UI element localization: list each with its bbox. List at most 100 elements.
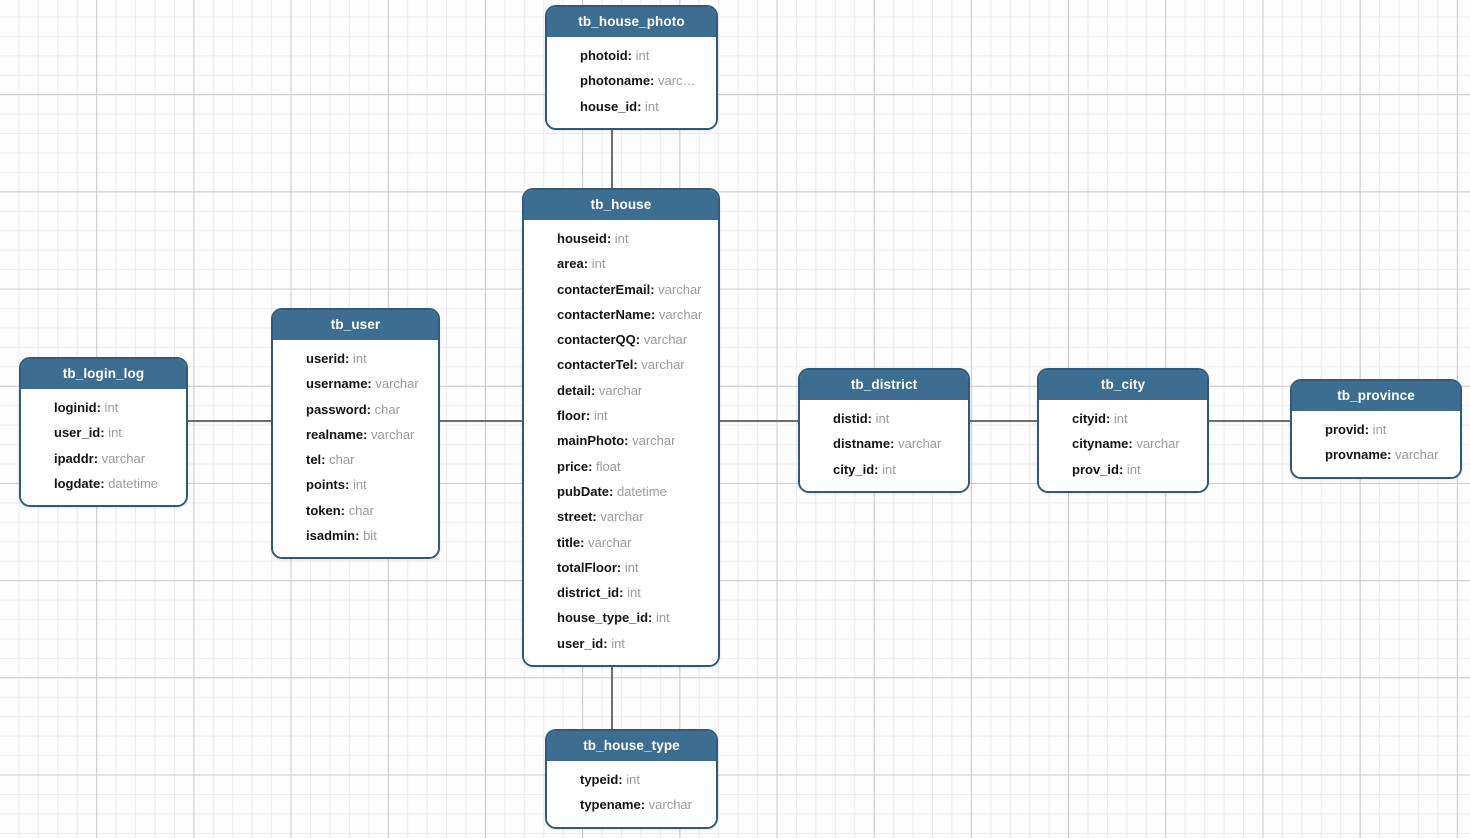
entity-field: contacterQQ: varchar: [524, 327, 718, 352]
entity-field: contacterEmail: varchar: [524, 277, 718, 302]
field-type: varchar: [1391, 447, 1439, 463]
field-type: int: [1110, 411, 1128, 426]
entity-field: distname: varchar: [800, 431, 968, 456]
field-type: datetime: [104, 475, 159, 491]
entity-field: loginid: int: [21, 395, 186, 420]
field-name: points:: [306, 477, 350, 493]
field-name: ipaddr:: [54, 450, 99, 466]
entity-field: distid: int: [800, 406, 968, 431]
field-type: int: [588, 256, 606, 272]
field-name: loginid:: [54, 400, 101, 415]
field-name: realname:: [306, 426, 368, 442]
field-type: varchar: [654, 281, 702, 297]
field-type: int: [641, 98, 659, 114]
field-type: varchar: [584, 534, 632, 550]
field-type: int: [607, 635, 625, 651]
field-type: int: [652, 610, 670, 626]
entity-field: house_id: int: [547, 94, 716, 119]
relationship-line-house-photo-to-house[interactable]: [611, 130, 613, 190]
entity-field: ipaddr: varchar: [21, 446, 186, 471]
field-type: int: [1123, 461, 1141, 477]
field-type: varchar: [645, 797, 692, 813]
field-name: title:: [557, 534, 585, 550]
field-type: varchar: [595, 382, 643, 398]
field-name: typename:: [580, 797, 646, 813]
entity-title: tb_province: [1292, 381, 1460, 411]
relationship-line-house-to-district[interactable]: [718, 420, 801, 422]
entity-field: user_id: int: [21, 420, 186, 445]
entity-field: logdate: datetime: [21, 471, 186, 496]
field-type: int: [104, 425, 122, 441]
field-name: typeid:: [580, 772, 623, 787]
field-type: int: [590, 408, 608, 424]
entity-title: tb_house_photo: [547, 7, 716, 37]
entity-field: contacterTel: varchar: [524, 352, 718, 377]
entity-field: title: varchar: [524, 530, 718, 555]
entity-field: realname: varchar: [273, 422, 438, 447]
field-type: varchar: [371, 376, 419, 392]
field-type: int: [878, 461, 896, 477]
field-type: varchar: [367, 426, 415, 442]
relationship-line-city-to-province[interactable]: [1207, 420, 1293, 422]
entity-field: photoid: int: [547, 43, 716, 68]
entity-field: provid: int: [1292, 417, 1460, 442]
relationship-line-district-to-city[interactable]: [968, 420, 1040, 422]
field-name: isadmin:: [306, 528, 360, 544]
field-type: int: [100, 400, 119, 415]
field-name: prov_id:: [1072, 461, 1124, 477]
field-type: varchar: [637, 357, 685, 373]
field-name: distid:: [833, 411, 872, 426]
field-name: userid:: [306, 351, 350, 366]
relationship-line-user-to-house[interactable]: [438, 420, 525, 422]
field-type: varchar: [655, 306, 703, 322]
field-name: floor:: [557, 408, 591, 424]
field-name: house_id:: [580, 98, 642, 114]
relationship-line-house-to-house-type[interactable]: [611, 661, 613, 731]
field-name: provid:: [1325, 422, 1370, 437]
entity-field: pubDate: datetime: [524, 479, 718, 504]
field-name: mainPhoto:: [557, 433, 629, 449]
field-name: contacterTel:: [557, 357, 638, 373]
field-name: distname:: [833, 436, 895, 452]
field-type: int: [621, 559, 639, 575]
entity-field: district_id: int: [524, 580, 718, 605]
field-type: int: [349, 477, 367, 493]
field-type: int: [611, 231, 629, 246]
entity-title: tb_district: [800, 370, 968, 400]
entity-field: contacterName: varchar: [524, 302, 718, 327]
entity-field: typename: varchar: [547, 792, 716, 817]
field-type: datetime: [613, 483, 667, 499]
field-name: contacterName:: [557, 306, 656, 322]
field-name: user_id:: [54, 425, 105, 441]
entity-field: prov_id: int: [1039, 457, 1207, 482]
field-type: bit: [359, 528, 377, 544]
field-type: varchar: [596, 509, 644, 525]
entity-field: provname: varchar: [1292, 442, 1460, 467]
field-type: float: [592, 458, 621, 474]
field-name: contacterEmail:: [557, 281, 655, 297]
field-name: price:: [557, 458, 593, 474]
entity-title: tb_city: [1039, 370, 1207, 400]
entity-field: tel: char: [273, 447, 438, 472]
entity-field: house_type_id: int: [524, 605, 718, 630]
field-type: int: [622, 772, 640, 787]
field-name: photoname:: [580, 73, 655, 89]
relationship-line-login-log-to-user[interactable]: [186, 420, 274, 422]
entity-field: userid: int: [273, 346, 438, 371]
field-name: logdate:: [54, 475, 105, 491]
field-name: pubDate:: [557, 483, 614, 499]
field-name: password:: [306, 401, 372, 417]
